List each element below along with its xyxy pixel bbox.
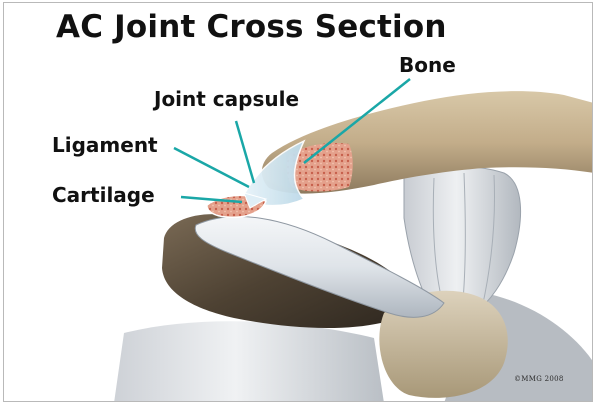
cartilage-label: Cartilage <box>52 183 155 207</box>
bone-label: Bone <box>399 53 456 77</box>
ligament-leader-line <box>174 148 249 187</box>
illustration-frame: AC Joint Cross Section Bone Joint capsul… <box>3 2 593 402</box>
joint-capsule-leader-line <box>236 121 254 183</box>
joint-capsule-label: Joint capsule <box>154 87 299 111</box>
copyright-text: ©MMG 2008 <box>514 375 564 383</box>
lower-muscle-mass <box>114 321 384 402</box>
ligament-label: Ligament <box>52 133 158 157</box>
page-title: AC Joint Cross Section <box>56 9 447 45</box>
